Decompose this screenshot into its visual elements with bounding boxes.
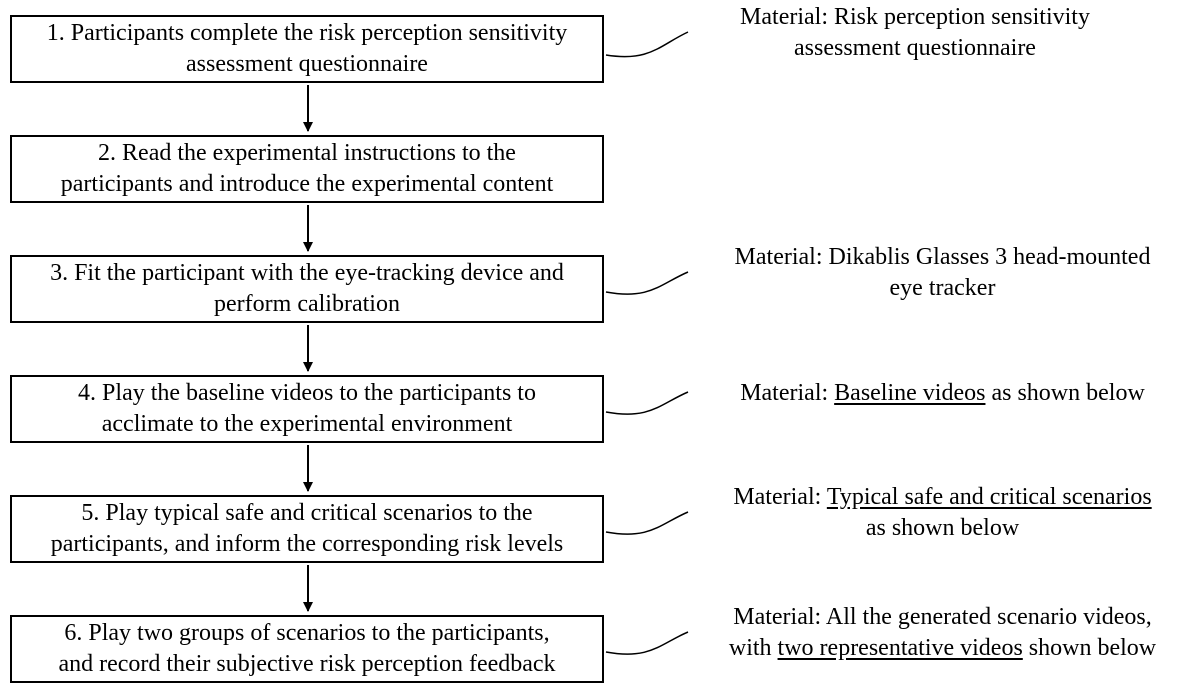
typical-scenarios-link[interactable]: Typical safe and critical scenarios	[826, 484, 1152, 510]
material-step5-prefix: Material:	[733, 484, 827, 510]
material-step4-suffix: as shown below	[985, 380, 1145, 406]
step-1-line-1: 1. Participants complete the risk percep…	[46, 20, 568, 46]
material-step6-line-2: with two representative videos shown bel…	[695, 633, 1190, 664]
step-4-line-1: 4. Play the baseline videos to the parti…	[78, 380, 536, 406]
material-step3-line-2: eye tracker	[889, 275, 996, 301]
step-6-box: 6. Play two groups of scenarios to the p…	[10, 615, 604, 683]
leader-step6	[605, 631, 689, 655]
baseline-videos-link[interactable]: Baseline videos	[834, 380, 986, 406]
material-step4-prefix: Material:	[740, 380, 835, 406]
step-5-box: 5. Play typical safe and critical scenar…	[10, 495, 604, 563]
representative-videos-link[interactable]: two representative videos	[777, 635, 1023, 661]
step-3-line-2: perform calibration	[214, 291, 400, 317]
material-step1: Material: Risk perception sensitivity as…	[705, 2, 1125, 64]
step-4-line-2: acclimate to the experimental environmen…	[101, 411, 513, 437]
material-step1-line-2: assessment questionnaire	[794, 35, 1036, 61]
material-step3-line-1: Material: Dikablis Glasses 3 head-mounte…	[734, 244, 1151, 270]
material-step4: Material: Baseline videos as shown below	[695, 378, 1190, 409]
step-6-line-2: and record their subjective risk percept…	[58, 651, 556, 677]
step-2-line-1: 2. Read the experimental instructions to…	[98, 140, 516, 166]
step-1-box: 1. Participants complete the risk percep…	[10, 15, 604, 83]
material-step6: Material: All the generated scenario vid…	[695, 602, 1190, 664]
material-step6-suffix: shown below	[1022, 635, 1157, 661]
leader-step5	[605, 511, 689, 535]
material-step5: Material: Typical safe and critical scen…	[695, 482, 1190, 544]
step-3-line-1: 3. Fit the participant with the eye-trac…	[50, 260, 564, 286]
leader-step4	[605, 391, 689, 415]
step-1-line-2: assessment questionnaire	[186, 51, 428, 77]
material-step5-line-1: Material: Typical safe and critical scen…	[695, 482, 1190, 513]
leader-step1	[605, 31, 689, 58]
step-5-line-2: participants, and inform the correspondi…	[50, 531, 564, 557]
material-step6-prefix: with	[728, 635, 778, 661]
material-step1-line-1: Material: Risk perception sensitivity	[740, 4, 1090, 30]
material-step3: Material: Dikablis Glasses 3 head-mounte…	[695, 242, 1190, 304]
step-2-box: 2. Read the experimental instructions to…	[10, 135, 604, 203]
material-step5-line-2: as shown below	[865, 515, 1020, 541]
step-4-box: 4. Play the baseline videos to the parti…	[10, 375, 604, 443]
step-5-line-1: 5. Play typical safe and critical scenar…	[81, 500, 533, 526]
step-3-box: 3. Fit the participant with the eye-trac…	[10, 255, 604, 323]
material-step4-line-1: Material: Baseline videos as shown below	[695, 378, 1190, 409]
step-2-line-2: participants and introduce the experimen…	[60, 171, 554, 197]
material-step6-line-1: Material: All the generated scenario vid…	[733, 604, 1152, 630]
leader-step3	[605, 271, 689, 295]
step-6-line-1: 6. Play two groups of scenarios to the p…	[64, 620, 550, 646]
